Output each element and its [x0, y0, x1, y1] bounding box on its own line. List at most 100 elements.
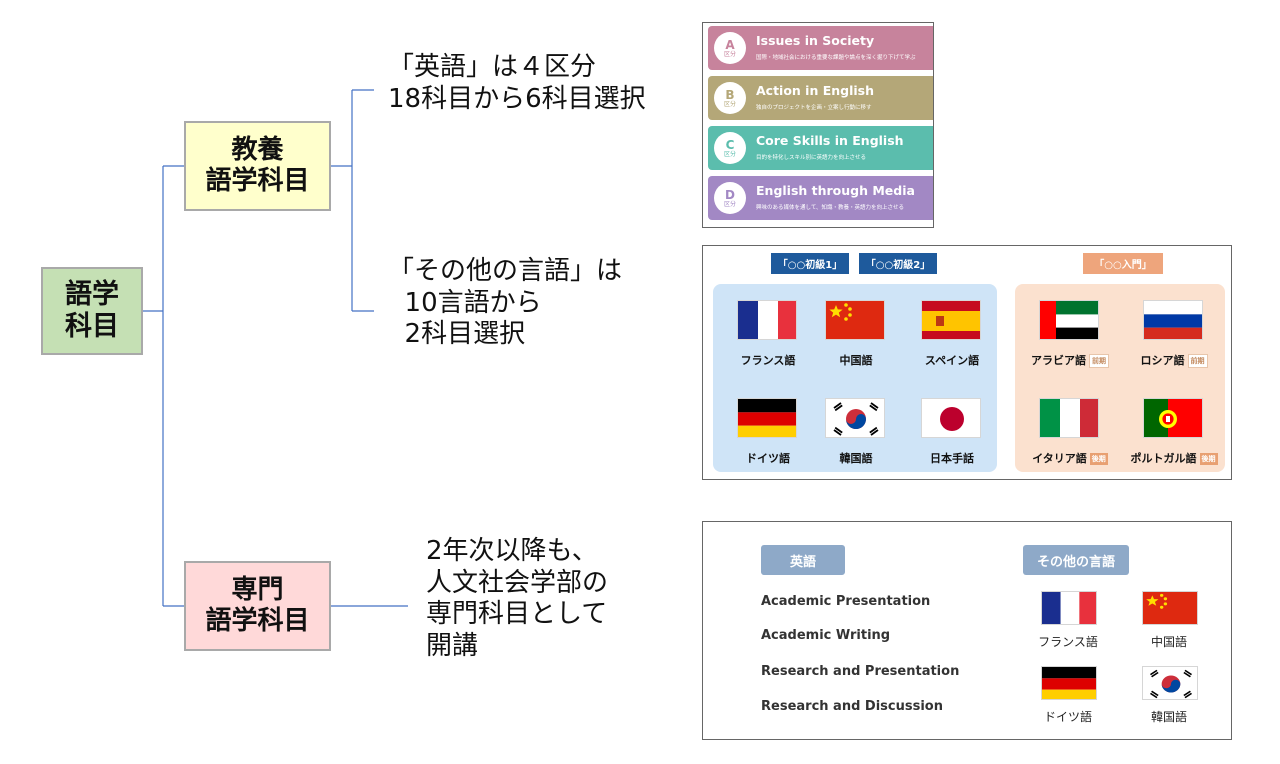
senmon-language-german: ドイツ語 — [1023, 666, 1113, 728]
china-flag-icon — [1142, 591, 1198, 625]
section-title: Action in English — [756, 83, 875, 98]
language-name: 中国語 — [839, 354, 873, 367]
course-item: Research and Discussion — [761, 699, 943, 714]
senmon-english-tag: 英語 — [761, 545, 845, 575]
section-description: 目的を特化しスキル別に英語力を向上させる — [756, 155, 867, 161]
section-letter: D — [725, 187, 735, 202]
root-node-line1: 語学 — [65, 279, 119, 311]
language-french: フランス語 — [713, 300, 823, 370]
root-node-line2: 科目 — [65, 311, 119, 342]
section-title: English through Media — [756, 183, 915, 198]
language-name: 韓国語 — [1150, 710, 1187, 724]
section-title: Core Skills in English — [756, 133, 904, 148]
language-name: ロシア語 — [1140, 354, 1185, 367]
section-description: 国際・地域社会における重要な課題や論点を深く掘り下げて学ぶ — [756, 55, 916, 61]
term-badge: 前期 — [1089, 354, 1109, 368]
language-name: フランス語 — [1038, 635, 1098, 649]
section-letter: A — [725, 37, 735, 52]
other-language-requirement-note: 「その他の言語」は 10言語から 2科目選択 — [388, 256, 623, 350]
language-name-row: イタリア語後期 — [1015, 450, 1125, 466]
section-description: 興味のある媒体を通して、知識・教養・英語力を向上させる — [756, 205, 905, 211]
term-badge: 前期 — [1187, 354, 1208, 368]
section-description: 独自のプロジェクトを企画・立案し行動に移す — [756, 105, 872, 111]
english-sections-panel: A 区分 Issues in Society 国際・地域社会における重要な課題や… — [702, 22, 934, 228]
senmon-language-chinese: 中国語 — [1124, 591, 1214, 653]
language-name: 韓国語 — [839, 452, 873, 465]
language-name: アラビア語 — [1031, 354, 1086, 367]
section-kubun: 区分 — [723, 150, 736, 158]
section-badge-a: A 区分 — [714, 32, 746, 64]
germany-flag-icon — [1041, 666, 1097, 700]
france-flag-icon — [737, 300, 797, 340]
language-name: イタリア語 — [1032, 452, 1087, 465]
course-item: Academic Writing — [761, 628, 891, 643]
language-italian: イタリア語後期 — [1015, 398, 1125, 468]
course-item: Academic Presentation — [761, 594, 931, 609]
language-russian: ロシア語前期 — [1119, 300, 1229, 370]
english-requirement-note: 「英語」は４区分 18科目から6科目選択 — [388, 52, 646, 114]
tag-shokyu-2: 「○○初級2」 — [859, 253, 937, 274]
section-letter: B — [725, 87, 735, 102]
section-kubun: 区分 — [723, 200, 736, 208]
language-name: 日本手話 — [930, 452, 974, 465]
language-name: スペイン語 — [924, 354, 980, 367]
language-name: フランス語 — [740, 354, 796, 367]
section-kubun: 区分 — [723, 100, 736, 108]
language-japanese-sign: 日本手話 — [897, 398, 1007, 468]
kyoyo-gogaku-node: 教養語学科目 — [184, 121, 331, 211]
course-item: Research and Presentation — [761, 664, 960, 679]
language-name-row: アラビア語前期 — [1015, 352, 1125, 368]
connector-root-branches — [143, 165, 184, 607]
term-badge: 後期 — [1089, 453, 1108, 465]
root-node-gogaku-kamoku: 語学科目 — [41, 267, 143, 355]
japan-flag-icon — [921, 398, 981, 438]
language-chinese: 中国語 — [801, 300, 911, 370]
senmon-language-french: フランス語 — [1023, 591, 1113, 653]
other-languages-panel: 「○○初級1」 「○○初級2」 「○○入門」 フランス語 中国語 スペイン語 ド… — [702, 245, 1232, 480]
korea-flag-icon — [825, 398, 885, 438]
senmon-language-korean: 韓国語 — [1124, 666, 1214, 728]
kyoyo-node-line2: 語学科目 — [205, 166, 310, 196]
language-name-row: ロシア語前期 — [1119, 352, 1229, 368]
language-german: ドイツ語 — [713, 398, 823, 468]
senmon-requirement-note: 2年次以降も、 人文社会学部の 専門科目として 開講 — [426, 536, 609, 662]
section-letter: C — [725, 137, 735, 152]
portugal-flag-icon — [1143, 398, 1203, 438]
senmon-courses-panel: 英語 その他の言語 Academic Presentation Academic… — [702, 521, 1232, 740]
senmon-node-line2: 語学科目 — [205, 606, 310, 636]
english-section-b: B 区分 Action in English 独自のプロジェクトを企画・立案し行… — [708, 76, 933, 120]
language-name: 中国語 — [1150, 635, 1187, 649]
spain-flag-icon — [921, 300, 981, 340]
language-arabic: アラビア語前期 — [1015, 300, 1125, 370]
language-name: ドイツ語 — [746, 452, 790, 465]
connector-kyoyo-notes — [331, 89, 374, 312]
tag-nyumon: 「○○入門」 — [1083, 253, 1163, 274]
language-name: ドイツ語 — [1043, 710, 1092, 724]
china-flag-icon — [825, 300, 885, 340]
english-section-d: D 区分 English through Media 興味のある媒体を通して、知… — [708, 176, 933, 220]
language-name-row: ポルトガル語後期 — [1119, 450, 1229, 466]
kyoyo-node-line1: 教養 — [231, 135, 284, 166]
section-badge-d: D 区分 — [714, 182, 746, 214]
germany-flag-icon — [737, 398, 797, 438]
section-badge-b: B 区分 — [714, 82, 746, 114]
term-badge: 後期 — [1199, 453, 1218, 465]
language-korean: 韓国語 — [801, 398, 911, 468]
language-portuguese: ポルトガル語後期 — [1119, 398, 1229, 468]
tag-shokyu-1: 「○○初級1」 — [771, 253, 849, 274]
shokyu-languages-group: フランス語 中国語 スペイン語 ドイツ語 韓国語 — [713, 284, 997, 472]
senmon-other-language-tag: その他の言語 — [1023, 545, 1129, 575]
russia-flag-icon — [1143, 300, 1203, 340]
language-name: ポルトガル語 — [1130, 452, 1197, 465]
english-section-c: C 区分 Core Skills in English 目的を特化しスキル別に英… — [708, 126, 933, 170]
language-spanish: スペイン語 — [897, 300, 1007, 370]
english-section-a: A 区分 Issues in Society 国際・地域社会における重要な課題や… — [708, 26, 933, 70]
section-badge-c: C 区分 — [714, 132, 746, 164]
section-title: Issues in Society — [756, 33, 875, 48]
section-kubun: 区分 — [723, 50, 736, 58]
uae-flag-icon — [1039, 300, 1099, 340]
senmon-gogaku-node: 専門語学科目 — [184, 561, 331, 651]
korea-flag-icon — [1142, 666, 1198, 700]
nyumon-languages-group: アラビア語前期 ロシア語前期 イタリア語後期 ポルトガル語後期 — [1015, 284, 1225, 472]
